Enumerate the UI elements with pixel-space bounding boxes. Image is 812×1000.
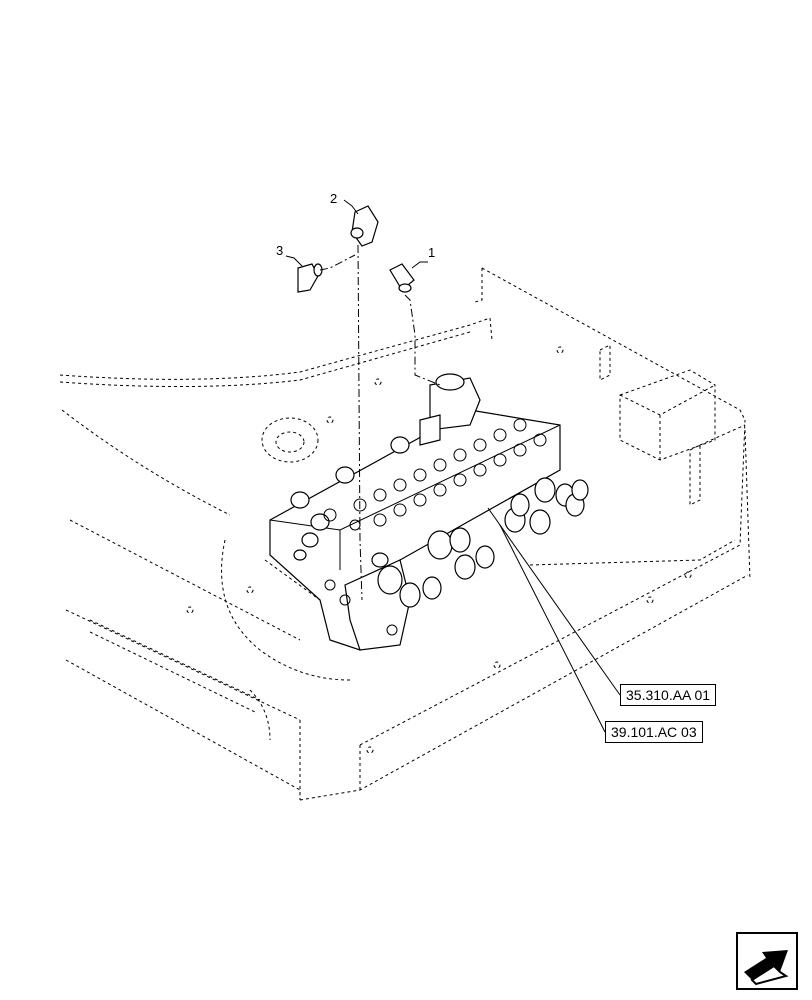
part-1-pressure-switch [389, 261, 428, 293]
part-2-elbow-fitting [343, 199, 379, 247]
callout-2: 2 [330, 191, 338, 206]
reference-link-35-310-aa-01[interactable]: 35.310.AA 01 [620, 684, 717, 706]
next-page-button[interactable] [736, 932, 798, 990]
assembly-line-part-2 [357, 244, 363, 601]
control-valve-assembly [269, 373, 589, 651]
leader-line-ref-1 [487, 507, 621, 696]
part-3-adapter [285, 255, 323, 293]
reference-link-39-101-ac-03[interactable]: 39.101.AC 03 [605, 721, 703, 743]
assembly-line-part-1 [404, 294, 441, 386]
chassis-outline [59, 267, 751, 801]
callout-3: 3 [276, 243, 284, 258]
callout-1: 1 [428, 245, 436, 260]
leader-line-ref-2 [499, 524, 606, 733]
assembly-line-part-3 [319, 254, 356, 271]
next-page-arrow-icon [736, 932, 798, 990]
valve-fittings [290, 418, 589, 636]
